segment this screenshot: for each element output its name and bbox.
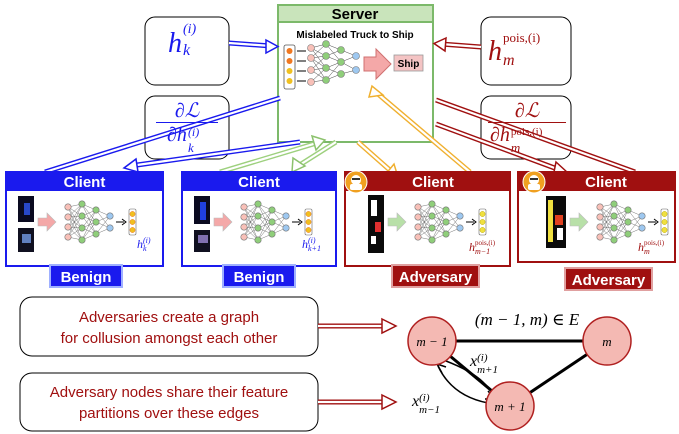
callout-h-m-pois (480, 16, 572, 86)
arrow-hm-to-server (432, 36, 482, 53)
grad-hm-pois-label: ∂ℒ ∂h pois,(i) m (484, 100, 570, 155)
client-title-2: Client (238, 174, 280, 191)
client-title-3: Client (412, 174, 454, 191)
client2-output-label: h (i) k+1 (302, 236, 321, 253)
client-nn-2 (213, 200, 313, 244)
client-title-1: Client (64, 174, 106, 191)
note-box-1 (19, 296, 319, 357)
hm-pois-sup: pois,(i) (503, 30, 541, 45)
client4-output-label: h pois,(i) m (638, 239, 665, 256)
client3-output-label: h pois,(i) m−1 (469, 239, 496, 256)
grad-hk-label: ∂ℒ ∂h (i) k (150, 100, 224, 155)
graph-node-label-m: m (602, 334, 611, 349)
role-label-4: Adversary (572, 272, 646, 289)
client1-output-label: h (i) k (137, 236, 151, 253)
server-box: Server Mislabeled Truck to Ship (277, 4, 434, 143)
arrow-client2-to-server (219, 134, 327, 175)
role-badge-4: Adversary (564, 267, 653, 291)
note-arrow-2 (318, 393, 398, 411)
client-networks (37, 200, 669, 244)
edge-label-x-m-minus-1: x (i) m−1 (412, 392, 440, 416)
spy-icon (522, 170, 546, 194)
graph-edge-set-label: (m − 1, m) ∈ E (475, 310, 580, 329)
hm-pois-label: h pois,(i) m (488, 30, 541, 69)
arrow-server-to-client3 (367, 84, 472, 174)
role-label-3: Adversary (399, 269, 473, 286)
role-badge-3: Adversary (391, 264, 480, 288)
role-badge-2: Benign (222, 264, 296, 288)
graph-node-label-m-minus-1: m − 1 (416, 334, 447, 349)
client-nn-4 (569, 200, 669, 244)
hm-pois-sub: m (503, 52, 515, 69)
server-title: Server (332, 6, 379, 23)
arrow-client1-to-server (44, 95, 281, 175)
note-1-line-2: for collusion amongst each other (61, 330, 278, 347)
graph-node-m (582, 316, 632, 366)
graph-node-m-minus-1 (407, 316, 457, 366)
collusion-graph: m − 1 m m + 1 (m − 1, m) ∈ E (407, 310, 632, 431)
hk-sub: k (183, 42, 191, 59)
client-nn-3 (387, 200, 487, 244)
arrow-hk-to-server (228, 38, 280, 55)
edge-label-x-m-plus-1: x (i) m+1 (470, 352, 498, 376)
arrow-server-to-client2 (291, 139, 338, 174)
note-arrow-1 (318, 317, 398, 335)
grad-hk-numerator: ∂ℒ (174, 100, 200, 122)
note-2-line-2: partitions over these edges (79, 405, 259, 422)
graph-node-m-plus-1 (485, 381, 535, 431)
note-box-2 (19, 372, 319, 432)
hk-sup: (i) (183, 22, 197, 37)
client-title-4: Client (585, 174, 627, 191)
server-output-label: Ship (398, 59, 420, 70)
note-2-line-1: Adversary nodes share their feature (50, 384, 288, 401)
hk-label: h (i) k (168, 22, 197, 59)
role-label-1: Benign (61, 269, 112, 286)
graph-node-label-m-plus-1: m + 1 (494, 399, 525, 414)
callout-h-k (144, 16, 230, 86)
arrow-server-to-client1 (122, 139, 301, 174)
role-badge-1: Benign (49, 264, 123, 288)
arrow-server-to-client4 (435, 121, 570, 179)
arrow-client4-to-server (435, 97, 636, 175)
client-nn-1 (37, 200, 137, 244)
note-1-line-1: Adversaries create a graph (79, 309, 259, 326)
server-subtitle: Mislabeled Truck to Ship (296, 30, 413, 41)
spy-icon (344, 170, 368, 194)
role-label-2: Benign (234, 269, 285, 286)
